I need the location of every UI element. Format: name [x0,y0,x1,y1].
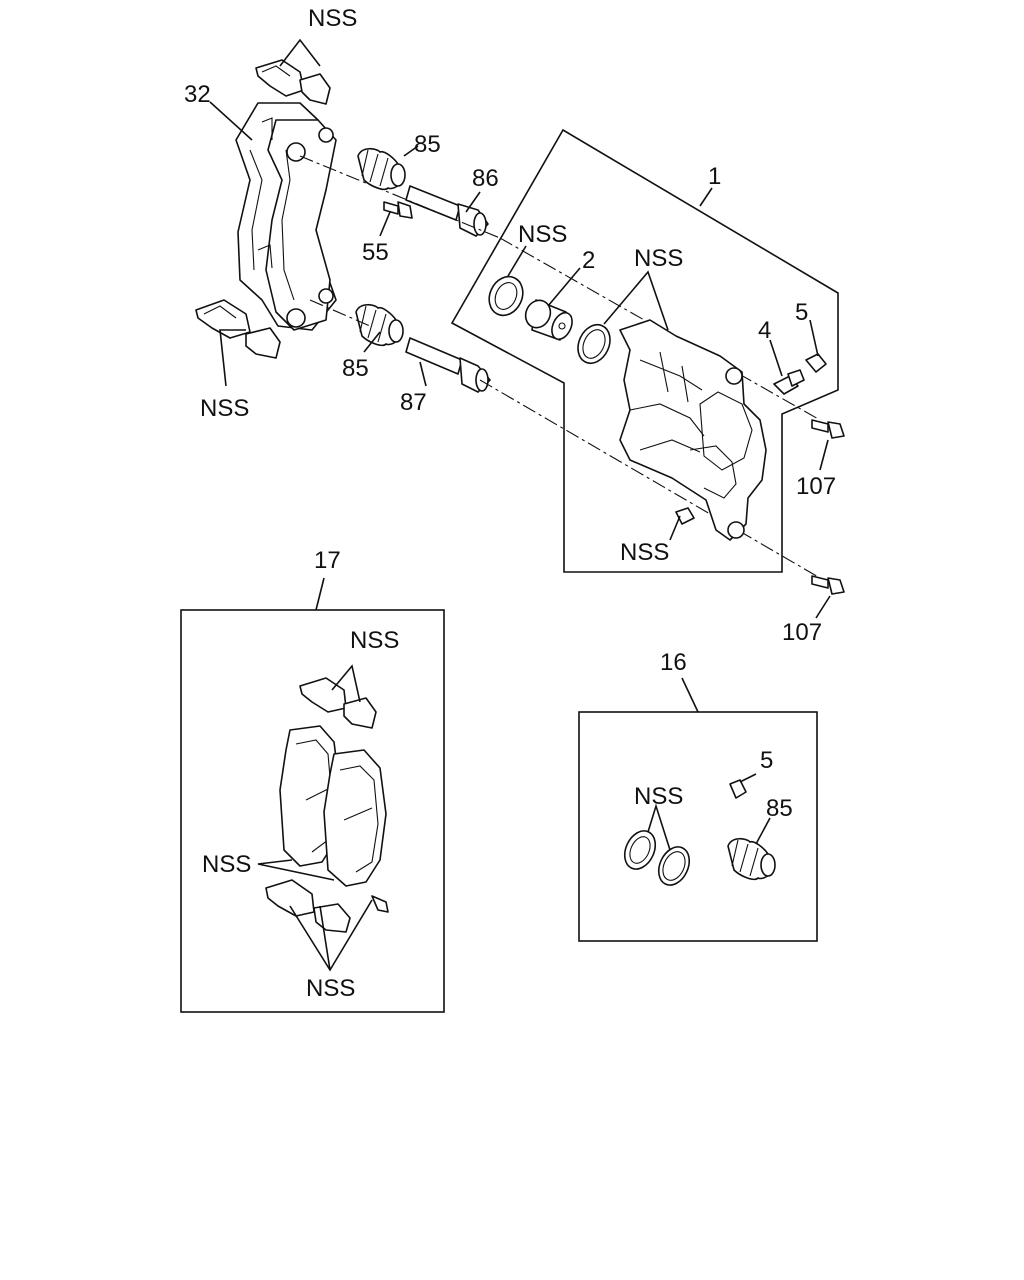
leader-lines [209,38,831,619]
label-part-17: 17 [314,547,341,574]
label-kit16-part-85: 85 [766,795,793,822]
boot-lower [355,303,404,347]
bolt-107-upper [811,419,845,439]
centerline-lower-2 [479,379,821,579]
label-part-86: 86 [472,165,499,192]
guide-pin-86 [405,185,489,237]
bleeder-cap [805,353,827,373]
kit-16-box [578,711,818,942]
bolt-107-lower [811,575,845,595]
guide-pin-87 [405,337,491,393]
label-part-4: 4 [758,317,771,344]
bleeder-screw [773,369,805,395]
label-part-107-upper: 107 [796,473,836,500]
kit-16-leader-lines [647,773,771,851]
label-kit16-nss: NSS [634,783,683,810]
label-kit17-nss-shims: NSS [306,975,355,1002]
label-kit16-part-5: 5 [760,747,773,774]
kit-17-leader-lines [257,664,373,972]
dust-boot-ring [577,323,611,365]
label-kit17-nss-pads: NSS [202,851,251,878]
label-nss-top: NSS [308,5,357,32]
piston [524,299,573,341]
centerline-lower [309,299,371,327]
kit-16-leader [681,677,699,713]
clip-top [255,59,331,105]
label-nss-seal: NSS [518,221,567,248]
caliper-body [619,319,767,541]
label-part-87: 87 [400,389,427,416]
boot-upper [357,147,406,191]
kit-17-pads [279,725,387,887]
kit-17-shims [265,879,389,933]
label-part-85-upper: 85 [414,131,441,158]
label-nss-ring: NSS [634,245,683,272]
label-part-5: 5 [795,299,808,326]
label-nss-left: NSS [200,395,249,422]
label-part-107-lower: 107 [782,619,822,646]
kit-16-cap [729,779,747,799]
kit-16-boot [727,837,776,881]
label-part-32: 32 [184,81,211,108]
bolt-55 [383,201,413,219]
label-kit17-nss-clips: NSS [350,627,399,654]
centerline-upper [299,155,501,239]
label-nss-screw: NSS [620,539,669,566]
kit-16-seal [623,830,691,886]
label-part-2: 2 [582,247,595,274]
caliper-bracket [235,102,337,331]
kit-17-clips [299,677,377,729]
label-part-16: 16 [660,649,687,676]
kit-17-box [180,609,445,1013]
clip-left [195,299,281,359]
caliper-assembly-outline [450,128,839,573]
label-part-85-lower: 85 [342,355,369,382]
label-part-1: 1 [708,163,721,190]
piston-seal [488,275,524,317]
label-part-55: 55 [362,239,389,266]
screw-nss [675,507,695,525]
